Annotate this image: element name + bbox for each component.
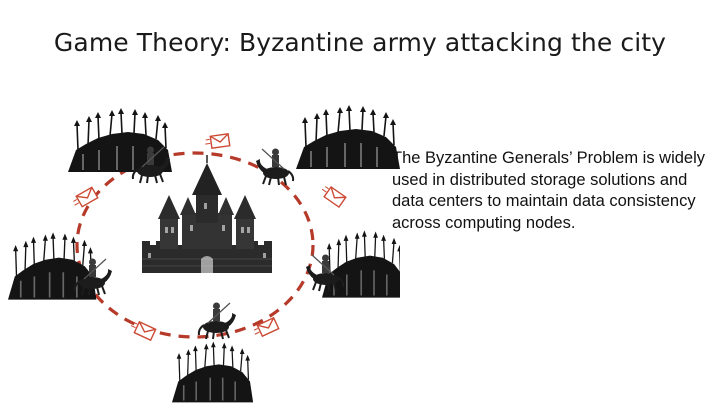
byzantine-generals-illustration [7, 104, 400, 404]
envelope-icon [70, 186, 99, 211]
knight-icon [197, 301, 237, 340]
army-icon [67, 107, 173, 173]
slide-title: Game Theory: Byzantine army attacking th… [53, 28, 667, 57]
knight-icon [255, 147, 295, 186]
castle-icon [142, 155, 272, 273]
army-icon [321, 229, 400, 299]
envelope-icon [251, 317, 280, 340]
envelope-icon [203, 133, 231, 150]
army-icon [295, 104, 400, 170]
envelope-icon [318, 182, 347, 208]
body-text: The Byzantine Generals’ Problem is widel… [392, 149, 706, 232]
messenger-ring [75, 151, 315, 339]
army-icon [171, 340, 254, 404]
